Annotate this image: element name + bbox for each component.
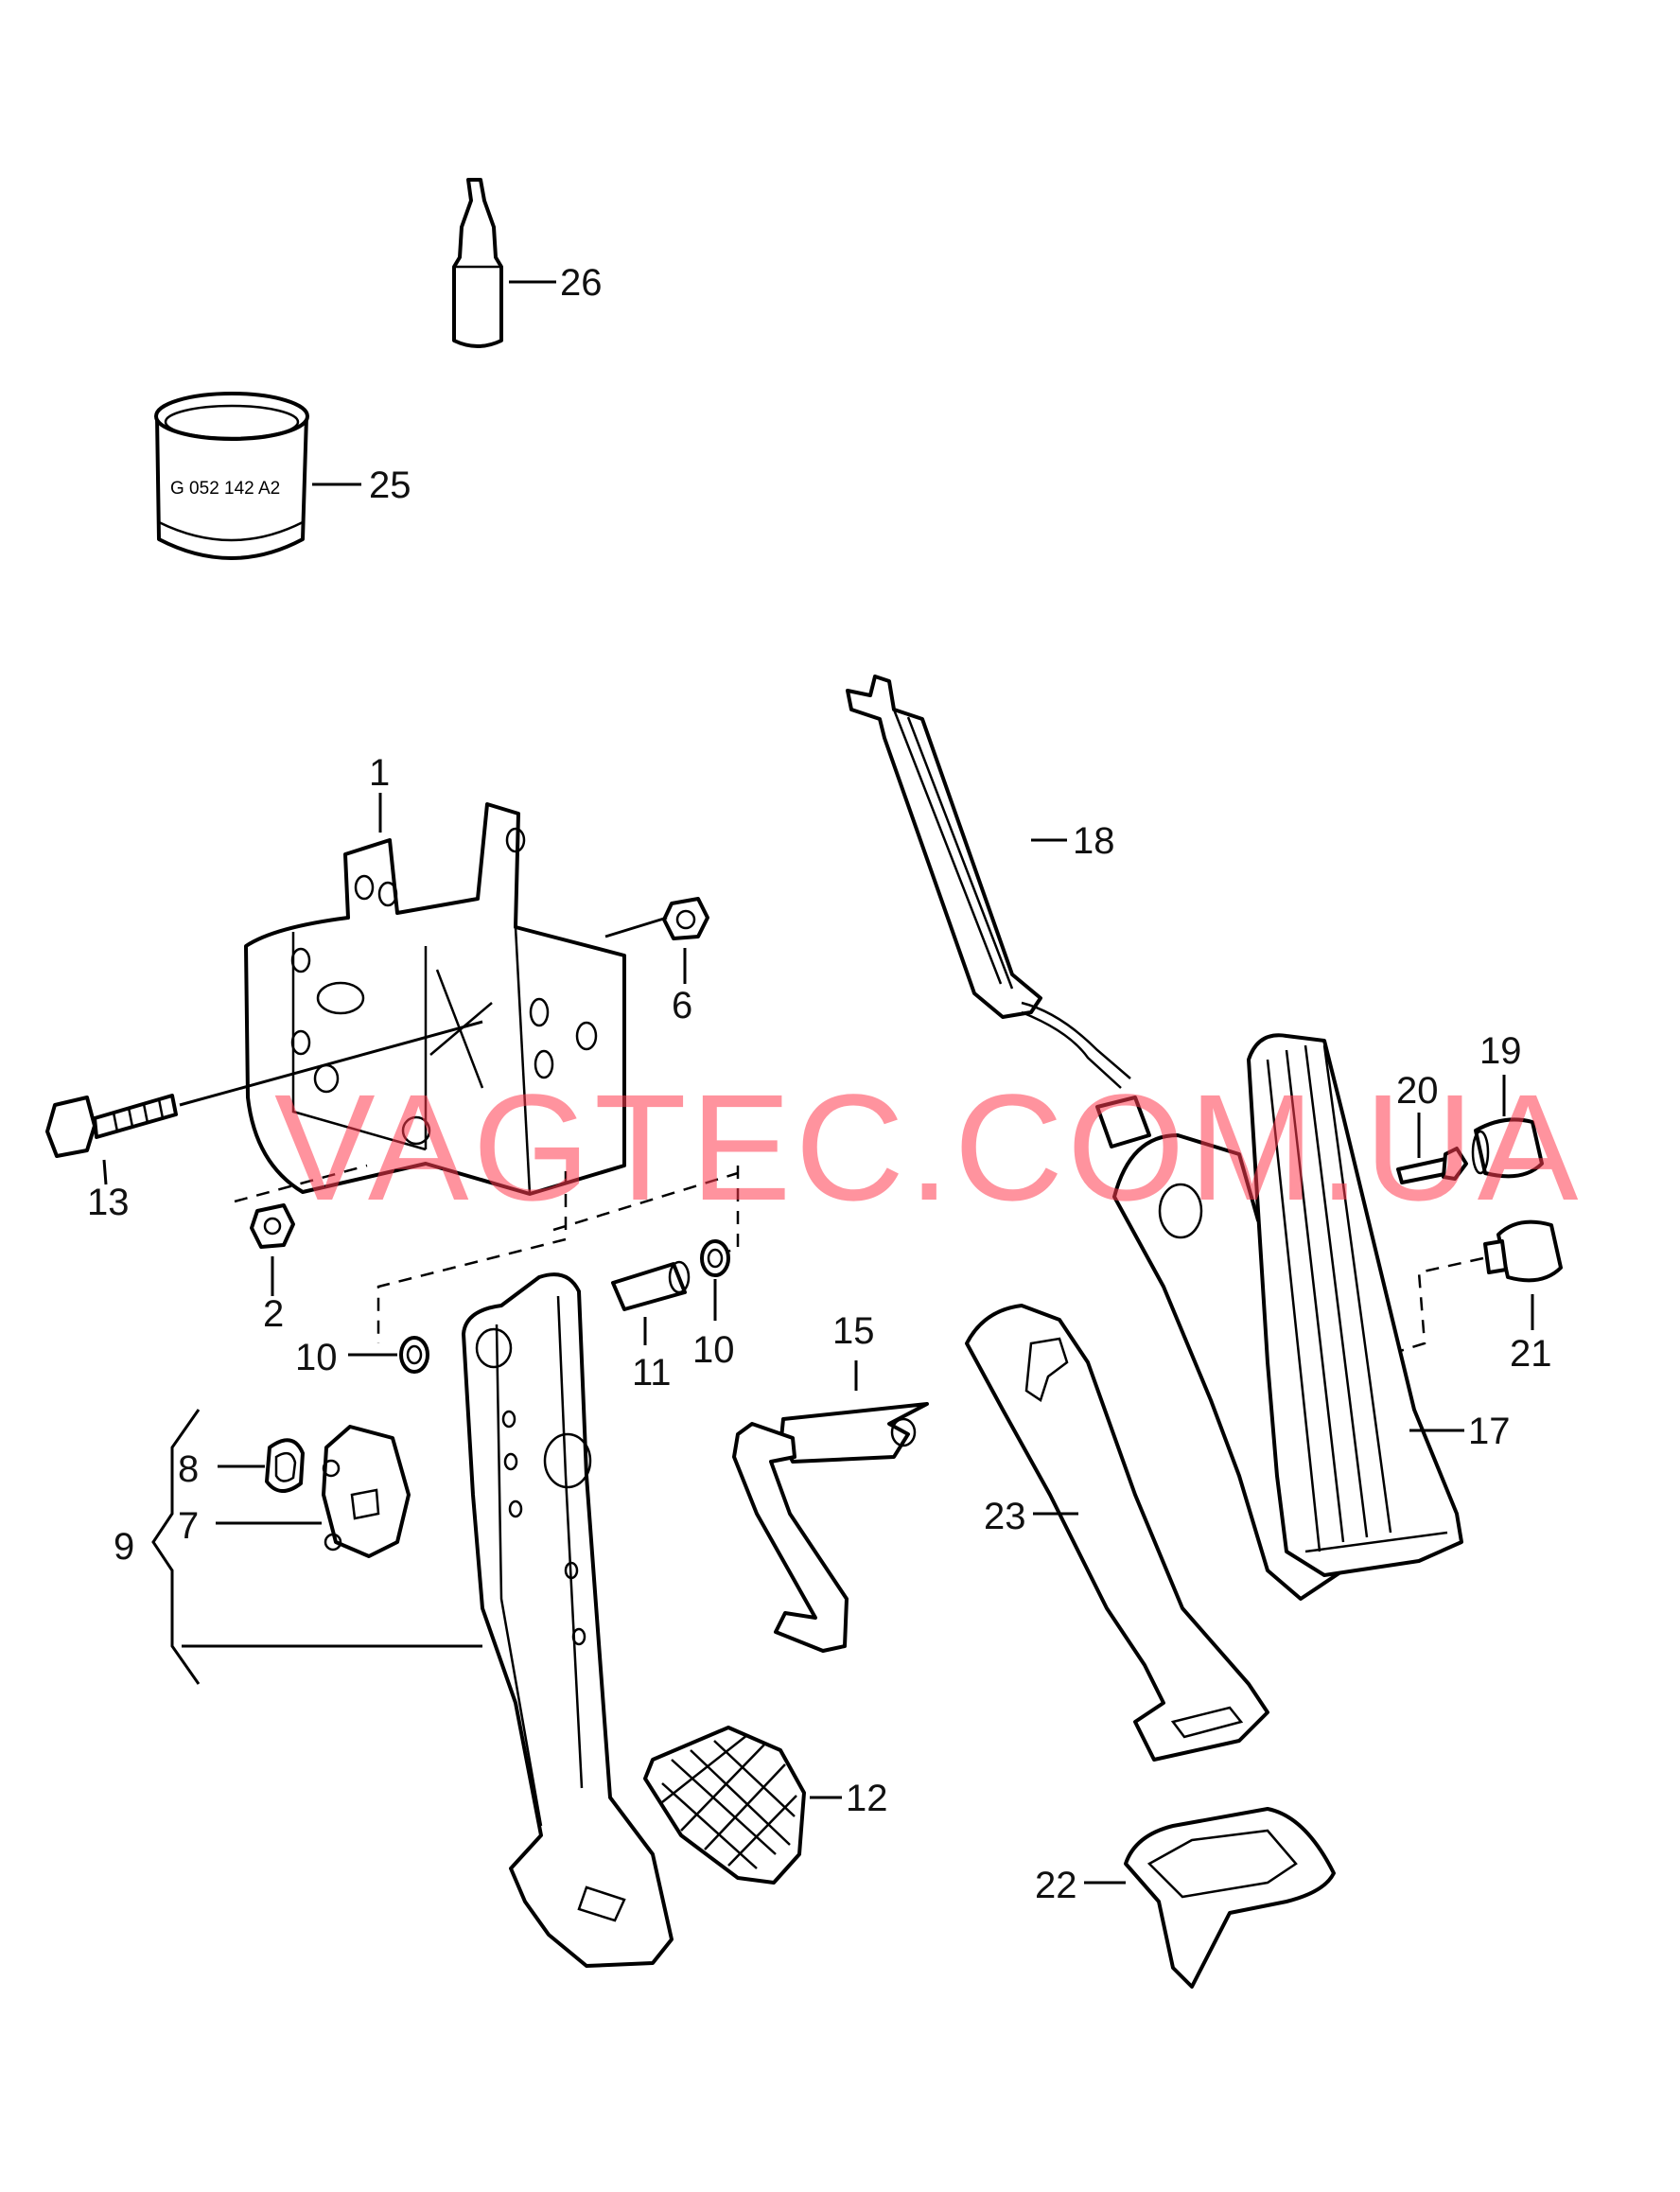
- callout-12: 12: [846, 1778, 888, 1819]
- bracket-part-15[interactable]: [732, 1402, 929, 1653]
- callout-8: 8: [178, 1448, 199, 1490]
- cap-part-19[interactable]: [1471, 1117, 1544, 1179]
- grease-can-part-25[interactable]: G 052 142 A2: [154, 392, 309, 560]
- sealant-bottle-part-26[interactable]: [452, 178, 503, 348]
- callout-2: 2: [263, 1293, 284, 1335]
- clip-part-8[interactable]: [265, 1438, 305, 1493]
- callout-1: 1: [369, 752, 390, 794]
- callout-26: 26: [560, 262, 603, 304]
- pedal-bracket-part-1[interactable]: [244, 802, 626, 1196]
- callout-22: 22: [1035, 1865, 1077, 1906]
- callout-23: 23: [984, 1496, 1026, 1537]
- callout-7: 7: [178, 1505, 199, 1547]
- callout-9: 9: [114, 1526, 134, 1568]
- pedal-pad-part-12[interactable]: [643, 1726, 806, 1885]
- callout-19: 19: [1479, 1030, 1522, 1072]
- callout-15: 15: [832, 1310, 875, 1352]
- stopper-part-21[interactable]: [1483, 1219, 1563, 1283]
- brake-pedal-arm[interactable]: [462, 1272, 674, 1968]
- callout-10-right: 10: [692, 1329, 735, 1371]
- bolt-part-13[interactable]: [45, 1094, 178, 1158]
- can-label: G 052 142 A2: [170, 479, 280, 499]
- callout-21: 21: [1510, 1333, 1552, 1375]
- sensor-rail-part-18[interactable]: [846, 675, 1151, 1149]
- nut-part-2[interactable]: [250, 1203, 295, 1249]
- callout-20: 20: [1396, 1070, 1439, 1112]
- callout-17: 17: [1468, 1411, 1511, 1452]
- accelerator-pedal-part-17[interactable]: [1112, 1033, 1463, 1601]
- brake-switch-part-7[interactable]: [322, 1425, 411, 1558]
- callout-13: 13: [87, 1182, 130, 1223]
- watermark-text: VAGTEC.COM.UA: [274, 1062, 1582, 1232]
- callout-10-left: 10: [295, 1337, 338, 1378]
- bushing-part-10-left[interactable]: [399, 1336, 429, 1374]
- callout-11: 11: [632, 1352, 672, 1394]
- callout-6: 6: [672, 985, 692, 1026]
- footrest-cup-part-22[interactable]: [1124, 1807, 1336, 1989]
- sleeve-part-11[interactable]: [611, 1260, 691, 1311]
- screw-part-20[interactable]: [1396, 1147, 1468, 1184]
- bushing-part-10-right[interactable]: [700, 1239, 730, 1277]
- footrest-part-23[interactable]: [965, 1304, 1269, 1762]
- callout-25: 25: [369, 465, 411, 506]
- callout-18: 18: [1073, 820, 1115, 862]
- nut-part-6[interactable]: [662, 897, 709, 940]
